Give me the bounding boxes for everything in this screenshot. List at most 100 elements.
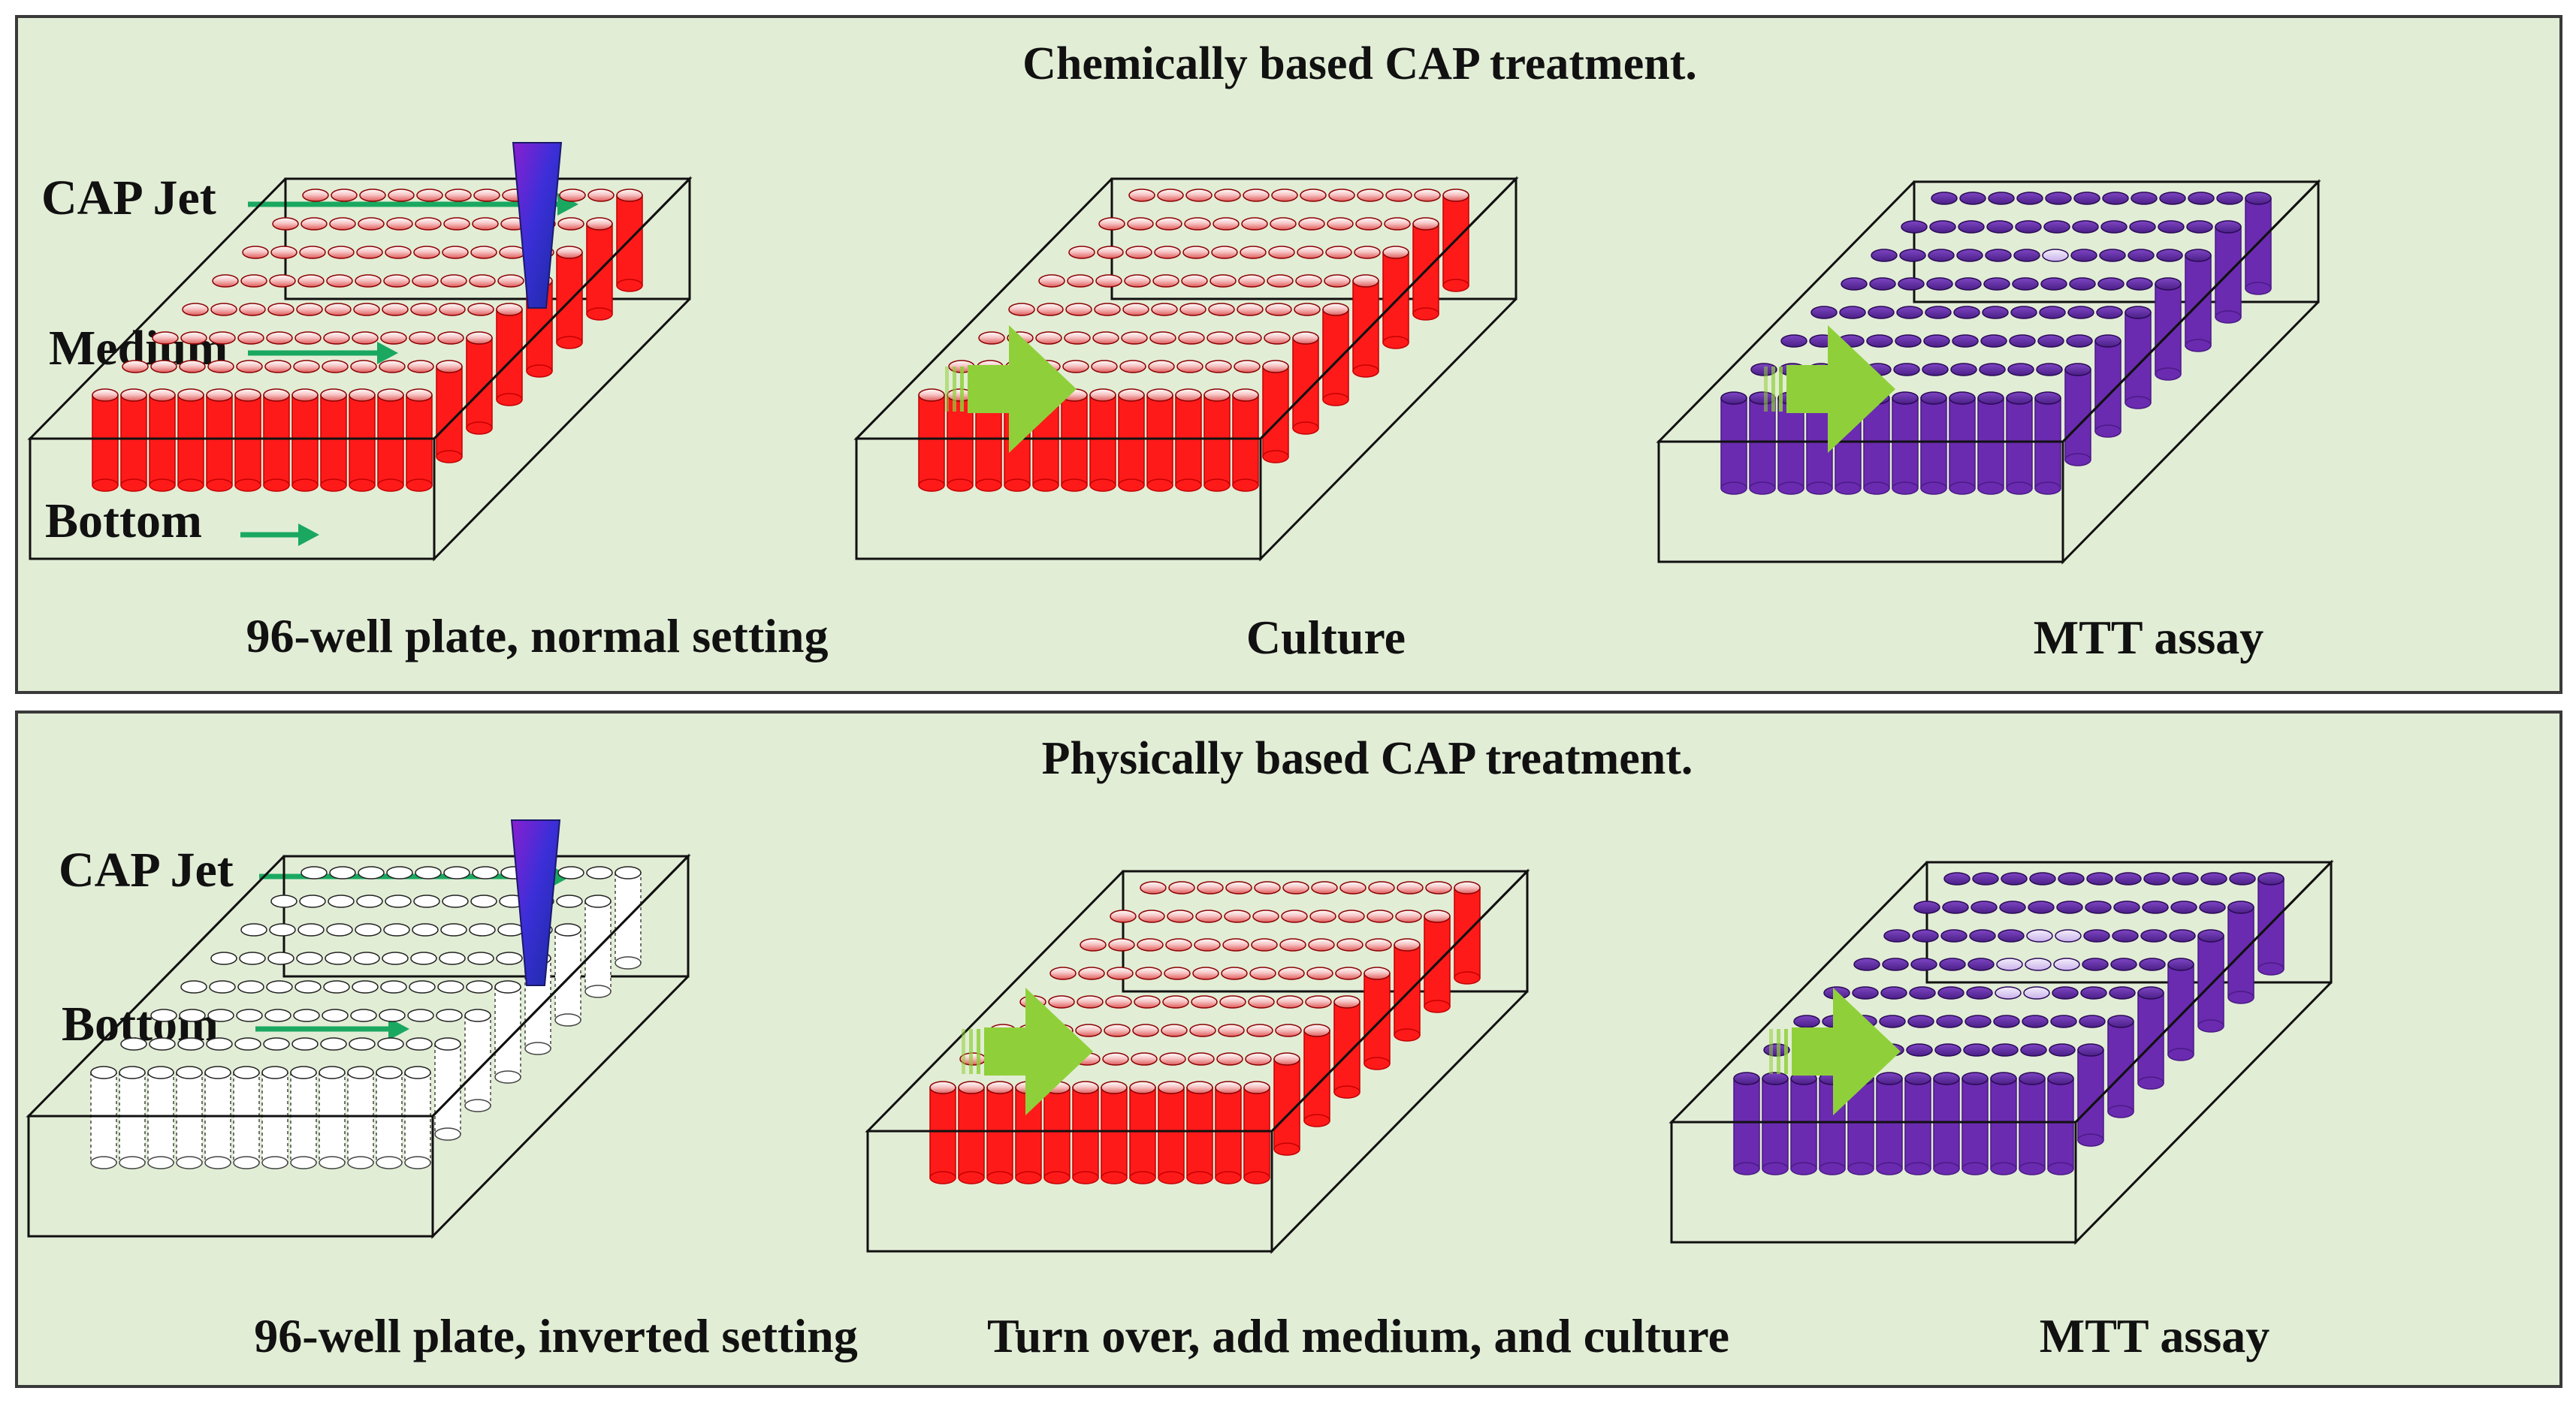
right-arrow-icon <box>945 325 1077 453</box>
well <box>1205 360 1232 373</box>
well <box>294 331 322 345</box>
well <box>150 360 177 373</box>
well <box>291 1037 319 1051</box>
well <box>1122 303 1149 316</box>
well <box>1215 1081 1242 1094</box>
well <box>240 923 267 937</box>
well <box>1048 995 1075 1009</box>
well <box>207 1009 234 1022</box>
well <box>325 952 352 965</box>
well <box>557 866 584 880</box>
well <box>1135 967 1162 980</box>
well <box>1325 246 1352 259</box>
well <box>472 866 499 880</box>
well <box>1306 967 1333 980</box>
well <box>2102 192 2129 205</box>
well <box>1211 246 1238 259</box>
well <box>2100 220 2128 234</box>
well <box>443 217 470 231</box>
well <box>1165 938 1192 952</box>
well <box>322 360 349 373</box>
well <box>1175 388 1202 402</box>
well <box>2001 872 2028 886</box>
well <box>2125 306 2152 319</box>
well <box>386 866 413 880</box>
well <box>1234 360 1261 373</box>
well <box>442 895 469 908</box>
well <box>2053 958 2080 971</box>
right-arrow-icon <box>962 988 1093 1115</box>
well <box>263 1037 290 1051</box>
well <box>1925 306 1952 319</box>
well <box>2112 929 2139 943</box>
well <box>2137 986 2164 1000</box>
well <box>1110 910 1137 923</box>
well <box>237 980 264 994</box>
well <box>1966 986 1993 1000</box>
step-caption: MTT assay <box>2040 1309 2269 1362</box>
well <box>2025 958 2052 971</box>
well <box>1075 1024 1102 1037</box>
well <box>1971 901 1998 914</box>
well <box>1294 303 1321 316</box>
well <box>410 952 437 965</box>
well <box>385 895 412 908</box>
well-plate <box>27 142 693 562</box>
well <box>1305 995 1332 1009</box>
well <box>359 189 386 202</box>
well <box>2070 249 2097 262</box>
well <box>1980 334 2007 348</box>
well <box>2097 277 2125 291</box>
panel-physical: Physically based CAP treatment. CAP Jet … <box>15 711 2562 1388</box>
well <box>1237 303 1264 316</box>
well <box>328 895 355 908</box>
well <box>234 388 261 402</box>
well <box>1749 391 1776 405</box>
well <box>376 1066 403 1079</box>
well <box>1841 277 1868 291</box>
well <box>328 246 355 259</box>
well <box>1178 331 1205 345</box>
well <box>1282 881 1309 895</box>
well <box>263 388 290 402</box>
well <box>294 980 322 994</box>
well <box>379 360 406 373</box>
well <box>1357 189 1384 202</box>
well <box>349 1037 376 1051</box>
well <box>2067 306 2094 319</box>
well <box>267 303 294 316</box>
well <box>2199 901 2226 914</box>
well <box>2158 220 2185 234</box>
well <box>1311 881 1338 895</box>
well <box>2115 872 2142 886</box>
well <box>1092 331 1119 345</box>
well <box>1181 274 1208 288</box>
well <box>1868 306 1895 319</box>
well <box>358 866 385 880</box>
well <box>379 1009 406 1022</box>
well <box>2245 192 2272 205</box>
well <box>1224 910 1251 923</box>
well <box>1300 189 1327 202</box>
well <box>1159 1052 1186 1066</box>
well <box>147 1066 174 1079</box>
well <box>176 1066 203 1079</box>
well <box>1243 1081 1270 1094</box>
well <box>499 246 526 259</box>
well <box>1972 872 1999 886</box>
well <box>1262 360 1289 373</box>
well <box>1295 274 1322 288</box>
well <box>2172 872 2199 886</box>
well <box>1382 246 1409 259</box>
well <box>1339 881 1367 895</box>
well <box>1324 274 1351 288</box>
well <box>299 895 326 908</box>
well <box>1273 1052 1300 1066</box>
well <box>212 274 239 288</box>
well <box>1221 967 1248 980</box>
well <box>204 1066 231 1079</box>
well <box>1121 331 1148 345</box>
well <box>1996 958 2023 971</box>
well <box>1999 901 2026 914</box>
well <box>180 331 207 345</box>
